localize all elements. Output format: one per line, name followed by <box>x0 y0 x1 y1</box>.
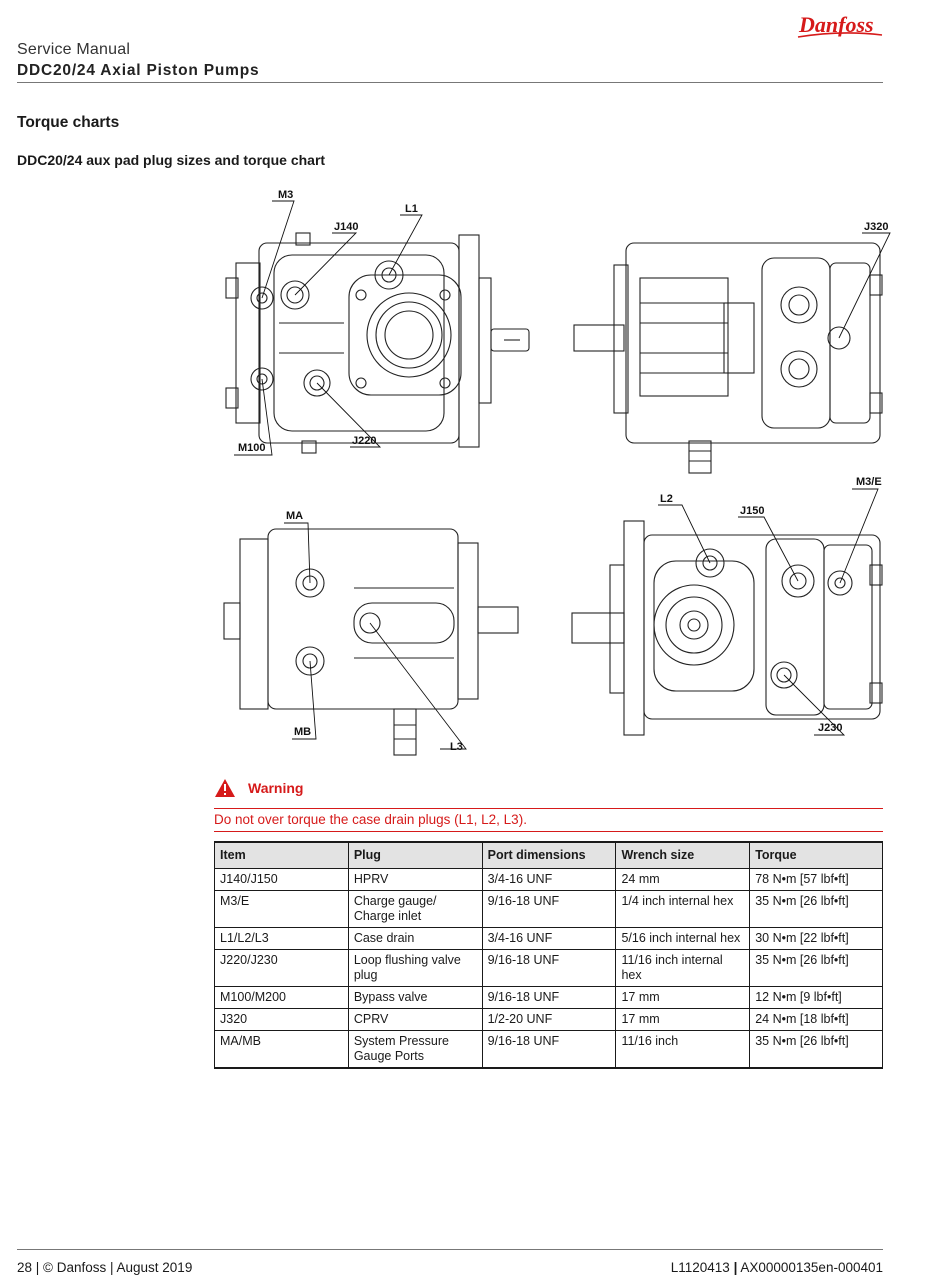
section-title: Torque charts <box>17 114 120 131</box>
column-header-item: Item <box>214 841 349 869</box>
column-header-torque: Torque <box>749 841 883 869</box>
cell-torque: 30 N•m [22 lbf•ft] <box>749 926 883 950</box>
callout-m3e: M3/E <box>856 476 882 488</box>
pump-drawings-figure: M3 J140 L1 J320 M100 J220 MA L2 J150 M3/… <box>214 183 894 763</box>
callout-mb: MB <box>294 726 311 738</box>
pump-view-side-left <box>223 528 519 756</box>
cell-port: 3/4-16 UNF <box>481 867 617 891</box>
cell-port: 9/16-18 UNF <box>481 985 617 1009</box>
warning-header: Warning <box>214 776 303 800</box>
cell-wrench: 17 mm <box>615 1007 751 1031</box>
table-row: MA/MB System Pressure Gauge Ports 9/16-1… <box>214 1029 883 1069</box>
cell-port: 9/16-18 UNF <box>481 1029 617 1069</box>
cell-torque: 35 N•m [26 lbf•ft] <box>749 1029 883 1069</box>
cell-port: 9/16-18 UNF <box>481 889 617 928</box>
footer-doc-id: L1120413 | AX00000135en-000401 <box>671 1260 883 1275</box>
footer-page-info: 28 | © Danfoss | August 2019 <box>17 1260 193 1275</box>
callout-ma: MA <box>286 510 303 522</box>
pump-view-front-left <box>225 232 530 454</box>
table-header-row: Item Plug Port dimensions Wrench size To… <box>214 841 883 869</box>
column-header-plug: Plug <box>347 841 483 869</box>
table-row: M3/E Charge gauge/ Charge inlet 9/16-18 … <box>214 889 883 928</box>
subsection-title: DDC20/24 aux pad plug sizes and torque c… <box>17 152 326 168</box>
warning-rule-bottom <box>214 831 883 832</box>
table-row: J140/J150 HPRV 3/4-16 UNF 24 mm 78 N•m [… <box>214 867 883 891</box>
cell-item: M100/M200 <box>214 985 349 1009</box>
cell-plug: System Pressure Gauge Ports <box>347 1029 483 1069</box>
cell-torque: 24 N•m [18 lbf•ft] <box>749 1007 883 1031</box>
footer-id: AX00000135en-000401 <box>740 1260 883 1275</box>
cell-wrench: 17 mm <box>615 985 751 1009</box>
table-row: J220/J230 Loop flushing valve plug 9/16-… <box>214 948 883 987</box>
callout-l3: L3 <box>450 741 463 753</box>
cell-plug: HPRV <box>347 867 483 891</box>
table-row: J320 CPRV 1/2-20 UNF 17 mm 24 N•m [18 lb… <box>214 1007 883 1031</box>
cell-plug: Bypass valve <box>347 985 483 1009</box>
callout-m100: M100 <box>238 442 266 454</box>
warning-text: Do not over torque the case drain plugs … <box>214 812 527 827</box>
cell-wrench: 24 mm <box>615 867 751 891</box>
cell-torque: 35 N•m [26 lbf•ft] <box>749 948 883 987</box>
cell-plug: CPRV <box>347 1007 483 1031</box>
table-row: M100/M200 Bypass valve 9/16-18 UNF 17 mm… <box>214 985 883 1009</box>
torque-table: Item Plug Port dimensions Wrench size To… <box>214 841 883 1069</box>
cell-wrench: 11/16 inch internal hex <box>615 948 751 987</box>
pump-view-side-right <box>571 520 883 736</box>
cell-wrench: 11/16 inch <box>615 1029 751 1069</box>
cell-plug: Case drain <box>347 926 483 950</box>
cell-torque: 35 N•m [26 lbf•ft] <box>749 889 883 928</box>
callout-j220: J220 <box>352 435 376 447</box>
cell-port: 1/2-20 UNF <box>481 1007 617 1031</box>
callout-m3: M3 <box>278 189 293 201</box>
callout-l2: L2 <box>660 493 673 505</box>
cell-item: J220/J230 <box>214 948 349 987</box>
footer-separator: | <box>733 1260 738 1275</box>
cell-item: M3/E <box>214 889 349 928</box>
product-title: DDC20/24 Axial Piston Pumps <box>17 62 260 79</box>
doc-type: Service Manual <box>17 41 131 58</box>
callout-j150: J150 <box>740 505 764 517</box>
cell-torque: 78 N•m [57 lbf•ft] <box>749 867 883 891</box>
cell-torque: 12 N•m [9 lbf•ft] <box>749 985 883 1009</box>
danfoss-logo: Danfoss <box>796 6 886 42</box>
cell-plug: Charge gauge/ Charge inlet <box>347 889 483 928</box>
column-header-wrench-size: Wrench size <box>615 841 751 869</box>
callout-j320: J320 <box>864 221 888 233</box>
callout-j230: J230 <box>818 722 842 734</box>
callout-l1: L1 <box>405 203 418 215</box>
warning-triangle-icon <box>214 778 236 798</box>
header-rule <box>17 82 883 83</box>
cell-item: MA/MB <box>214 1029 349 1069</box>
callout-j140: J140 <box>334 221 358 233</box>
cell-item: J320 <box>214 1007 349 1031</box>
footer-code: L1120413 <box>670 1260 730 1275</box>
cell-port: 3/4-16 UNF <box>481 926 617 950</box>
footer-rule <box>17 1249 883 1250</box>
cell-wrench: 1/4 inch internal hex <box>615 889 751 928</box>
table-row: L1/L2/L3 Case drain 3/4-16 UNF 5/16 inch… <box>214 926 883 950</box>
warning-label: Warning <box>248 780 304 796</box>
cell-plug: Loop flushing valve plug <box>347 948 483 987</box>
column-header-port-dimensions: Port dimensions <box>481 841 617 869</box>
cell-port: 9/16-18 UNF <box>481 948 617 987</box>
cell-item: L1/L2/L3 <box>214 926 349 950</box>
warning-rule-top <box>214 808 883 809</box>
pump-view-rear-right <box>573 242 883 474</box>
cell-wrench: 5/16 inch internal hex <box>615 926 751 950</box>
cell-item: J140/J150 <box>214 867 349 891</box>
